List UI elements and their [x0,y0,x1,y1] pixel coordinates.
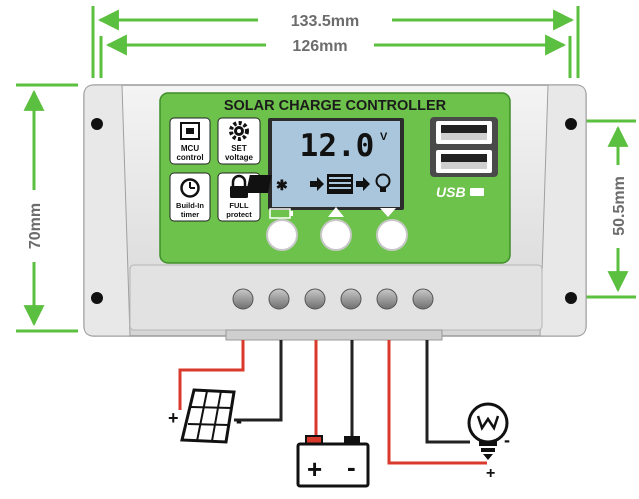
battery-icon [296,435,370,488]
gear-icon [229,121,249,141]
overall-width-label: 133.5mm [291,13,360,30]
set-voltage-badge: SET voltage [217,117,261,165]
up-button[interactable] [320,219,352,251]
panel-title: SOLAR CHARGE CONTROLLER [224,98,447,114]
usb-ports [430,117,498,177]
load-plus-label: + [486,465,495,482]
full-label-line2: protect [226,210,252,219]
mount-hole-bottom-right [565,292,577,304]
lcd-unit: V [380,131,388,143]
mcu-label-line2: control [176,153,203,162]
lock-icon [230,174,248,198]
timer-label-line1: Build-In [176,201,204,210]
panel-plus-label: + [168,408,179,428]
hole-height-label: 50.5mm [611,176,628,236]
battery-icon [327,174,353,194]
lcd-voltage: 12.0 [300,128,375,164]
lcd-display: 12.0 V ✱ [245,118,404,210]
hole-spacing-label: 126mm [292,38,347,55]
clock-icon [180,178,200,198]
mount-hole-top-right [565,118,577,130]
usb-plug-icon [470,188,484,196]
full-label-line1: FULL [229,201,249,210]
battery-button-icon [269,208,293,219]
battery-plus-label: + [307,454,322,484]
usb-label: USB [436,184,466,200]
sun-icon: ✱ [276,177,288,193]
dimension-lines [16,6,636,333]
battery-minus-label: - [347,452,356,482]
panel-minus-label: - [236,411,242,431]
menu-button[interactable] [266,219,298,251]
load-minus-label: - [504,430,510,450]
chip-icon [180,122,200,140]
mount-hole-top-left [91,118,103,130]
down-triangle-icon [380,208,396,217]
up-triangle-icon [328,207,344,217]
mcu-label-line1: MCU [181,144,199,153]
wires [178,340,487,465]
terminal-screws [232,288,434,310]
bulb-icon [375,173,391,192]
mcu-badge: MCU control [169,117,211,165]
set-label-line1: SET [231,144,247,153]
mount-hole-bottom-left [91,292,103,304]
down-button[interactable] [376,219,408,251]
solar-panel-icon [180,388,236,444]
load-bulb-icon [467,402,509,460]
timer-badge: Build-In timer [169,172,211,222]
arrow-right-icon [356,177,370,191]
solar-panel-icon [245,175,272,193]
height-label: 70mm [27,203,44,249]
set-label-line2: voltage [225,153,254,162]
timer-label-line2: timer [181,210,199,219]
arrow-right-icon [310,177,324,191]
